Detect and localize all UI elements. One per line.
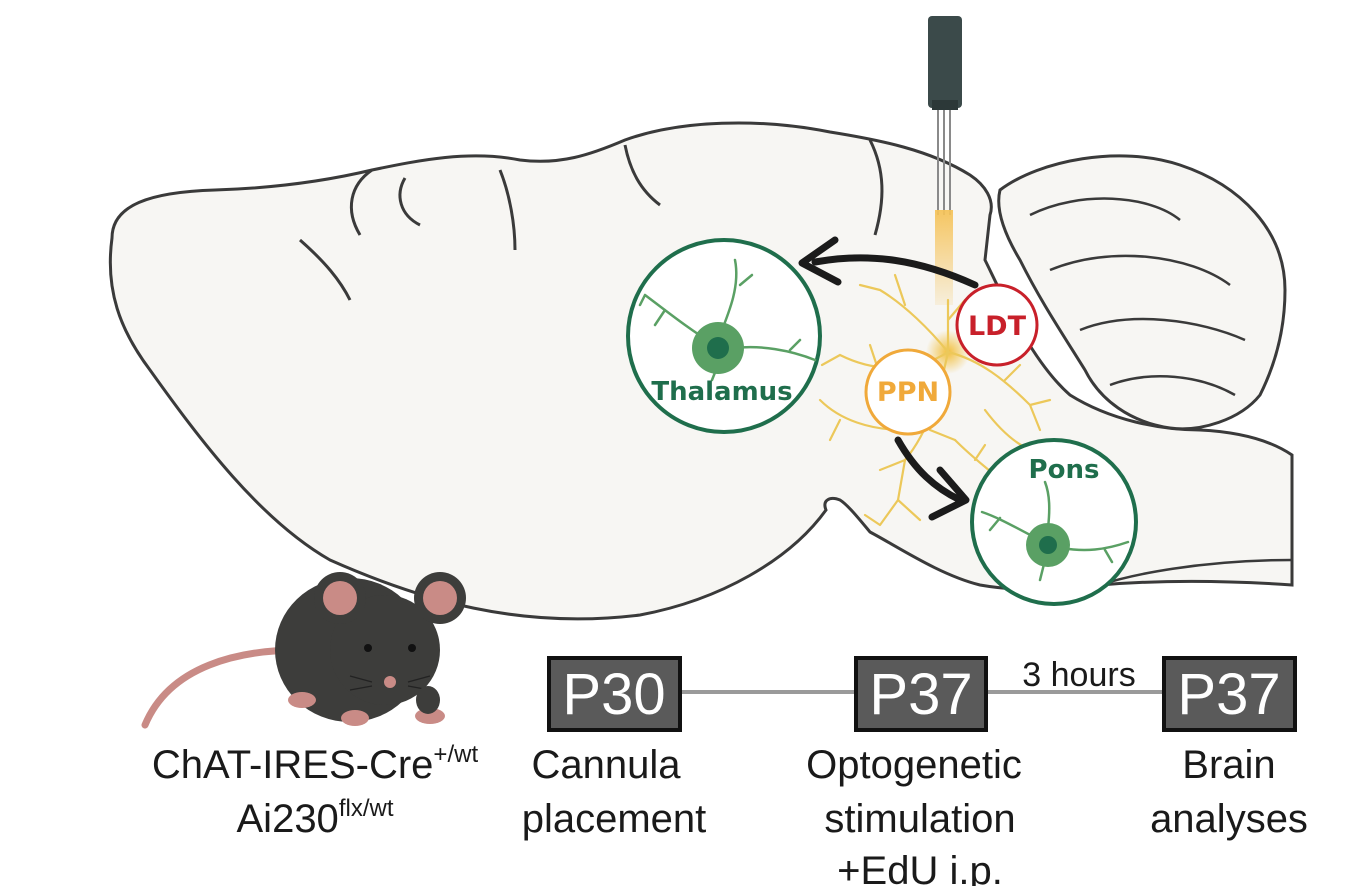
- ppn-label: PPN: [877, 377, 939, 408]
- sulcus-2: [398, 177, 421, 227]
- sulcus-4: [623, 144, 661, 207]
- step-caption-line: Optogenetic: [806, 743, 1022, 787]
- light-beam: [935, 210, 953, 305]
- step-label: P30: [562, 662, 665, 727]
- mouse-leg: [416, 686, 440, 714]
- thalamus-target: Thalamus: [626, 238, 822, 434]
- step-box: [547, 656, 682, 732]
- step-label: P37: [1177, 662, 1280, 727]
- sulcus-5: [868, 139, 884, 236]
- neuron-nucleus: [1039, 536, 1057, 554]
- mouse-nose: [384, 676, 396, 688]
- neuron-icon: [638, 258, 817, 382]
- mouse-eye-left: [364, 644, 372, 652]
- step-caption-line: Cannula: [531, 743, 681, 787]
- step-caption-line: +EdU i.p.: [837, 849, 1003, 886]
- arrowhead-thalamus-icon: [798, 236, 842, 286]
- ldt-region: LDT: [955, 283, 1039, 367]
- step-box: [1162, 656, 1297, 732]
- mouse-icon: [141, 572, 466, 729]
- pons-circle: [970, 438, 1138, 606]
- timeline-step-p37-stim: P37 Optogenetic stimulation +EdU i.p.: [806, 656, 1022, 886]
- interval-label: 3 hours: [1022, 656, 1135, 694]
- sulcus-3: [498, 169, 517, 251]
- arrowhead-pons-icon: [928, 466, 970, 521]
- mouse-whiskers: [349, 675, 431, 691]
- step-label: P37: [869, 662, 972, 727]
- pons-target: Pons: [970, 438, 1138, 606]
- mouse-ear-right-inner: [423, 581, 457, 615]
- neuron-nucleus: [707, 337, 729, 359]
- mouse-eye-right: [408, 644, 416, 652]
- genotype-line-1-sup: +/wt: [433, 741, 478, 768]
- genotype-caption: ChAT-IRES-Cre+/wt Ai230flx/wt: [152, 741, 479, 841]
- mouse-ear-left-inner: [323, 581, 357, 615]
- genotype-line-1-main: ChAT-IRES-Cre: [152, 743, 434, 787]
- pons-label: Pons: [1029, 455, 1100, 485]
- arrow-to-thalamus-icon: [811, 254, 979, 289]
- step-caption-line: analyses: [1150, 797, 1308, 841]
- step-caption-line: stimulation: [824, 797, 1015, 841]
- step-caption-line: placement: [522, 797, 707, 841]
- cerebellum-outline: [997, 154, 1287, 431]
- ppn-region: PPN: [864, 348, 952, 436]
- cerebellum-fold-4: [1109, 375, 1236, 397]
- cannula-ferrule: [928, 16, 962, 108]
- cannula-collar: [932, 100, 958, 110]
- ldt-circle: [955, 283, 1039, 367]
- arrow-to-pons-icon: [894, 436, 964, 504]
- timeline: 3 hours P30 Cannula placement P37 Optoge…: [522, 656, 1308, 886]
- optic-fiber-cannula-icon: [928, 16, 962, 305]
- timeline-step-p30: P30 Cannula placement: [522, 656, 707, 841]
- cerebellum-fold-2: [1049, 254, 1231, 287]
- sulcus-1: [349, 168, 373, 236]
- dendrite: [858, 273, 950, 354]
- genotype-line-2: Ai230flx/wt: [237, 795, 394, 841]
- mouse-paw-left: [288, 692, 316, 708]
- step-box: [854, 656, 988, 732]
- genotype-line-2-main: Ai230: [237, 797, 339, 841]
- cerebellum: [997, 154, 1287, 431]
- genotype-line-1: ChAT-IRES-Cre+/wt: [152, 741, 479, 787]
- step-caption-line: Brain: [1182, 743, 1275, 787]
- thalamus-label: Thalamus: [651, 377, 792, 407]
- cerebellum-fold-1: [1029, 197, 1181, 221]
- mouse-paw-mid: [341, 710, 369, 726]
- dendrite: [863, 498, 922, 527]
- olfactory-notch: [299, 238, 352, 301]
- genotype-line-2-sup: flx/wt: [339, 795, 394, 822]
- cerebellum-fold-3: [1079, 317, 1246, 342]
- ppn-circle: [864, 348, 952, 436]
- dendrite: [946, 350, 1052, 432]
- ldt-label: LDT: [968, 311, 1027, 342]
- timeline-step-p37-analysis: P37 Brain analyses: [1150, 656, 1308, 841]
